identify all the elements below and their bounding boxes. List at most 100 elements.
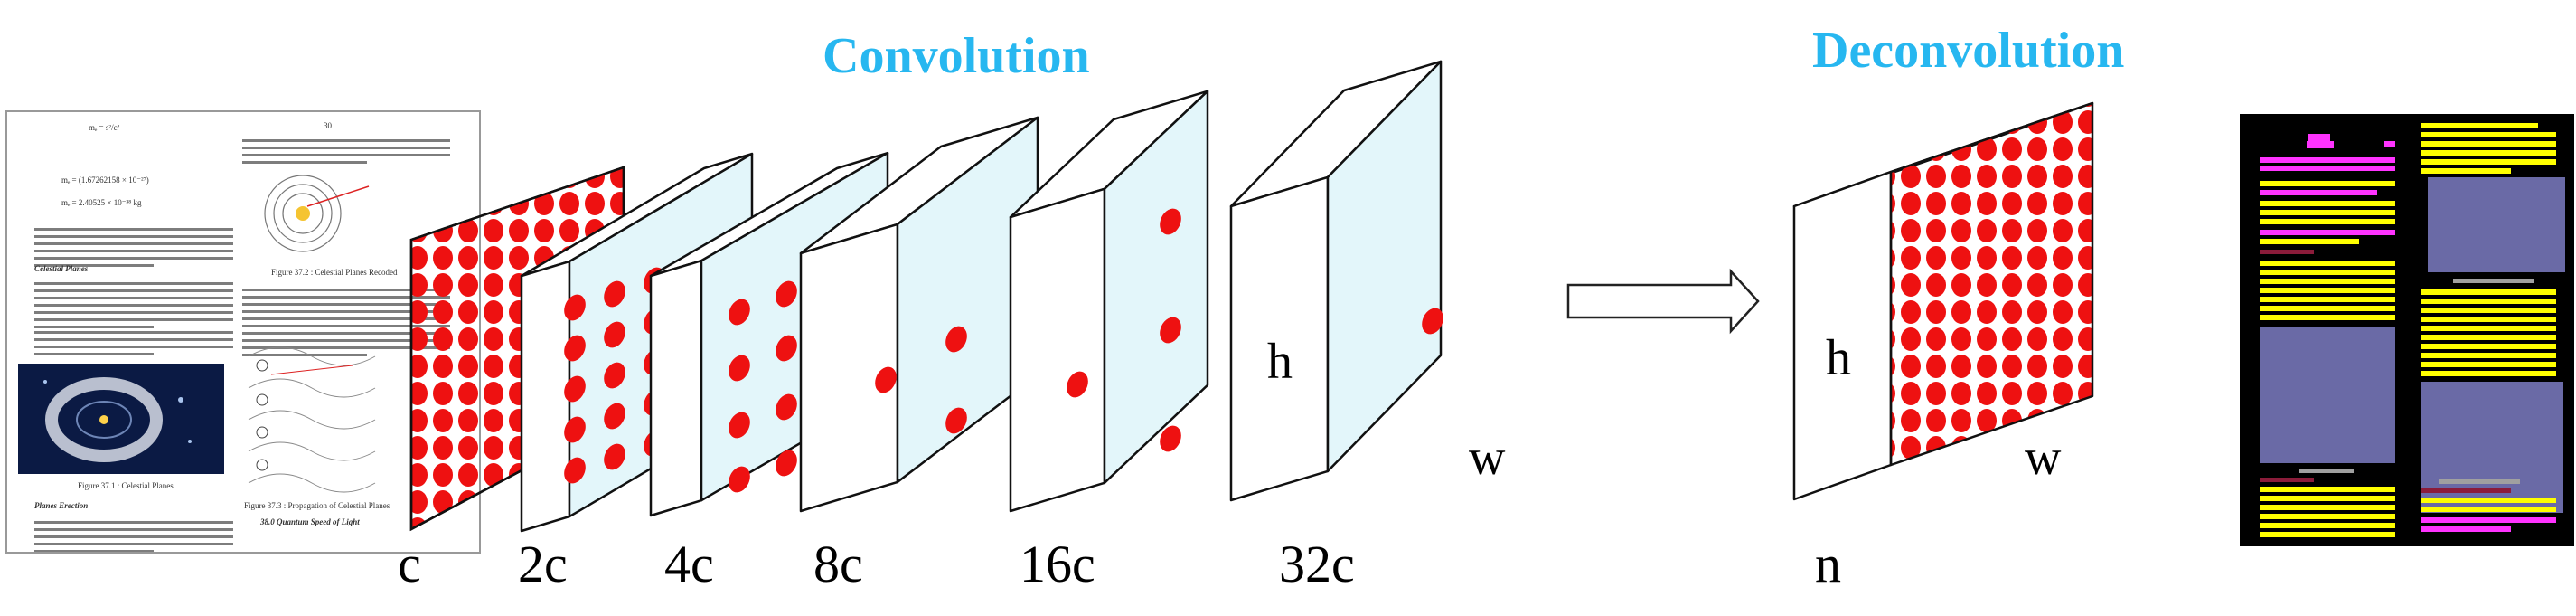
segmentation-region	[2421, 344, 2556, 349]
doc-text-line	[34, 528, 233, 531]
segmentation-region	[2260, 315, 2395, 320]
doc-text-line	[242, 154, 450, 156]
doc-text-line	[34, 521, 233, 524]
doc-equation-2: mₑ = (1.67262158 × 10⁻²⁷)	[61, 175, 149, 185]
conv-block-8c-activation-dot	[945, 326, 967, 353]
segmentation-region	[2299, 469, 2354, 473]
doc-text-line	[34, 297, 233, 299]
segmentation-region	[2307, 141, 2334, 148]
doc-text-line	[242, 346, 450, 349]
decoder-height-label: h	[1826, 330, 1851, 386]
doc-text-line	[242, 325, 450, 327]
segmentation-region	[2260, 306, 2395, 311]
segmentation-region	[2421, 168, 2511, 174]
conv-block-16c-activation-dot	[1160, 317, 1181, 344]
segmentation-region	[2421, 317, 2556, 322]
doc-equation-1: mₑ = s²/c²	[89, 123, 120, 132]
segmentation-region	[2421, 507, 2556, 512]
doc-orbit-diagram	[253, 170, 371, 261]
doc-text-line	[242, 296, 450, 299]
segmentation-region	[2260, 297, 2395, 302]
conv-block-16c-activation-dot	[1160, 208, 1181, 235]
segmentation-region	[2421, 335, 2556, 340]
encoder-width-label: w	[1469, 430, 1506, 486]
segmentation-region	[2421, 498, 2556, 503]
doc-heading-1: Celestial Planes	[34, 264, 89, 273]
doc-text-line	[34, 264, 154, 267]
segmentation-region	[2421, 132, 2556, 137]
segmentation-region	[2421, 123, 2538, 128]
segmentation-region	[2260, 250, 2314, 254]
conv-block-4c-activation-dot	[729, 355, 750, 382]
segmentation-region	[2421, 353, 2556, 358]
conv-block-4c-activation-dot	[776, 393, 797, 421]
doc-caption-2: Figure 37.2 : Celestial Planes Recoded	[271, 268, 398, 277]
segmentation-region	[2260, 288, 2395, 293]
segmentation-region	[2260, 487, 2395, 492]
segmentation-region	[2260, 219, 2395, 224]
segmentation-region	[2421, 289, 2556, 295]
segmentation-region	[2260, 279, 2395, 284]
conv-block-16c-activation-dot	[1160, 425, 1181, 452]
doc-text-line	[242, 147, 450, 149]
conv-block-16c-feature-face	[1103, 90, 1209, 485]
doc-text-line	[242, 310, 450, 313]
segmentation-region	[2260, 201, 2395, 206]
segmentation-region	[2421, 141, 2556, 147]
doc-text-line	[34, 318, 233, 321]
conv-block-2c-activation-dot	[564, 294, 586, 321]
doc-text-line	[34, 535, 233, 538]
doc-text-line	[34, 346, 233, 348]
conv-block-32c-activation-dot	[1422, 308, 1443, 335]
doc-wave-diagram	[244, 338, 380, 497]
segmentation-region	[2421, 371, 2556, 376]
wave-propagation-graphic	[248, 346, 376, 493]
segmentation-region	[2260, 327, 2395, 463]
segmentation-region	[2260, 523, 2395, 528]
galaxy-ring-graphic	[18, 364, 224, 474]
segmentation-region	[2439, 479, 2520, 484]
segmentation-region	[2308, 134, 2330, 141]
conv-block-8c-activation-dot	[875, 366, 897, 393]
decoder-channel-label-n: n	[1815, 535, 1841, 593]
conv-block-2c-activation-dot	[604, 280, 625, 308]
doc-text-line	[34, 250, 233, 252]
doc-text-line	[242, 332, 450, 335]
conv-block-4c-activation-dot	[729, 299, 750, 326]
doc-text-line	[242, 289, 450, 291]
conv-block-8c-side-face	[799, 223, 899, 513]
segmentation-region	[2260, 230, 2395, 235]
segmentation-region	[2421, 299, 2556, 304]
doc-equation-3: mₑ = 2.40525 × 10⁻³⁸ kg	[61, 198, 142, 207]
segmentation-region	[2421, 326, 2556, 331]
doc-text-line	[242, 339, 450, 342]
conv-block-2c-activation-dot	[604, 321, 625, 348]
orbit-rings-graphic	[264, 175, 370, 252]
conv-block-4c-activation-dot	[776, 450, 797, 477]
doc-heading-2: Planes Erection	[34, 501, 89, 510]
doc-caption-3: Figure 37.3 : Propagation of Celestial P…	[244, 501, 390, 510]
segmentation-region	[2421, 150, 2556, 156]
right-arrow-icon	[1566, 268, 1760, 335]
doc-text-line	[34, 331, 233, 334]
segmentation-region	[2260, 181, 2395, 186]
conv-block-4c-side-face	[649, 259, 703, 517]
segmentation-region	[2421, 526, 2511, 532]
channel-label-c: c	[398, 535, 421, 593]
segmentation-region	[2260, 210, 2395, 215]
segmentation-region	[2384, 141, 2395, 147]
segmentation-region	[2260, 514, 2395, 519]
doc-text-line	[242, 161, 367, 164]
segmentation-region	[2260, 496, 2395, 501]
conv-block-4c-activation-dot	[776, 335, 797, 362]
doc-text-line	[34, 289, 233, 292]
segmentation-region	[2421, 159, 2556, 165]
segmentation-region	[2260, 270, 2395, 275]
input-document-page: mₑ = s²/c² 30 mₑ = (1.67262158 × 10⁻²⁷) …	[5, 110, 481, 554]
doc-text-line	[34, 228, 233, 231]
doc-page-number: 30	[324, 121, 332, 130]
segmentation-region	[2260, 261, 2395, 266]
segmentation-region	[2260, 166, 2395, 171]
doc-text-line	[242, 317, 450, 320]
